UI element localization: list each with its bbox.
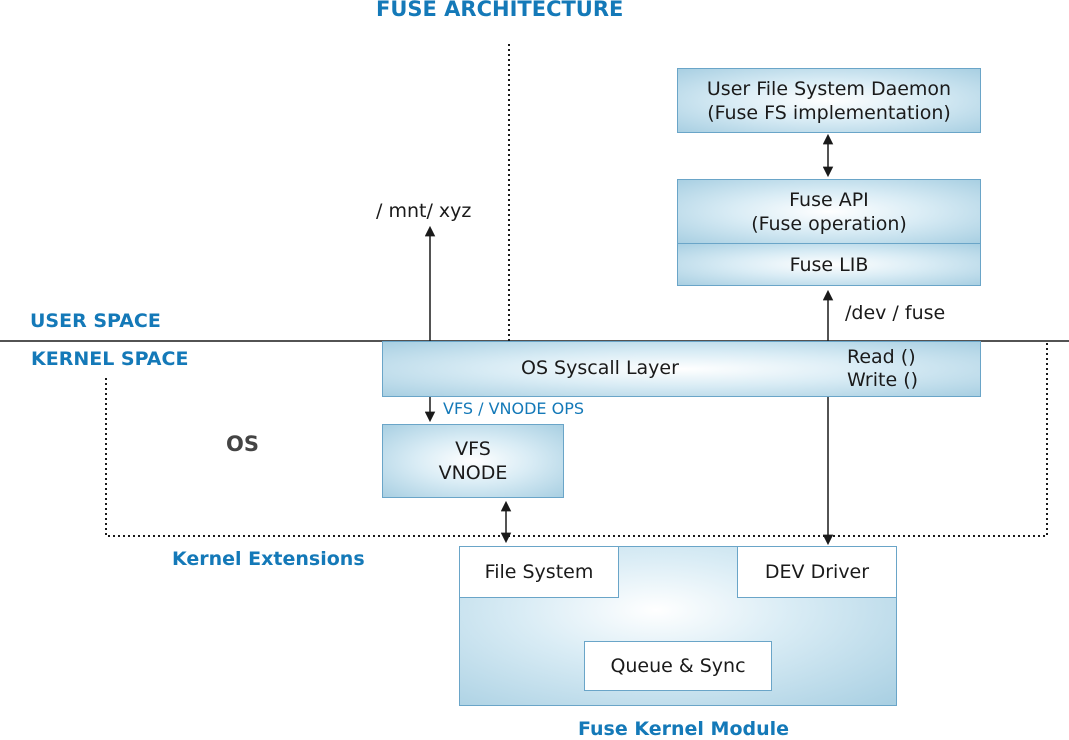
mnt-path-label: / mnt/ xyz (376, 200, 472, 222)
fuse-lib-label: Fuse LIB (789, 253, 869, 276)
vfs-label: VFS (455, 438, 491, 460)
dev-driver-label: DEV Driver (764, 561, 870, 583)
daemon-title: User File System Daemon (706, 77, 952, 100)
fuse-lib-box: Fuse LIB (677, 243, 981, 286)
os-label: OS (226, 432, 259, 456)
syscall-layer-label: OS Syscall Layer (521, 357, 679, 379)
fuse-api-title: Fuse API (789, 188, 869, 211)
vfs-vnode-ops-label: VFS / VNODE OPS (443, 399, 585, 418)
file-system-box: File System (459, 546, 619, 598)
kernel-extensions-label: Kernel Extensions (172, 548, 365, 570)
user-space-label: USER SPACE (30, 310, 161, 332)
write-call-label: Write () (847, 369, 919, 391)
kernel-space-label: KERNEL SPACE (31, 348, 189, 370)
vfs-vnode-box: VFS VNODE (382, 424, 564, 498)
queue-sync-label: Queue & Sync (610, 655, 746, 677)
read-call-label: Read () (847, 346, 916, 368)
fuse-api-box: Fuse API (Fuse operation) (677, 179, 981, 244)
fuse-kernel-module-label: Fuse Kernel Module (578, 718, 790, 740)
kernel-extensions-boundary (105, 341, 1048, 537)
dev-driver-box: DEV Driver (737, 546, 897, 598)
file-system-label: File System (484, 561, 594, 583)
dev-fuse-label: /dev / fuse (845, 302, 946, 324)
os-syscall-layer-box: OS Syscall Layer Read () Write () (382, 341, 981, 397)
user-fs-daemon-box: User File System Daemon (Fuse FS impleme… (677, 68, 981, 133)
fuse-api-subtitle: (Fuse operation) (751, 212, 907, 235)
vnode-label: VNODE (438, 462, 508, 484)
read-write-labels: Read () Write () (847, 346, 918, 392)
diagram-title: FUSE ARCHITECTURE (376, 0, 624, 21)
daemon-subtitle: (Fuse FS implementation) (707, 101, 951, 124)
queue-sync-box: Queue & Sync (584, 641, 772, 691)
